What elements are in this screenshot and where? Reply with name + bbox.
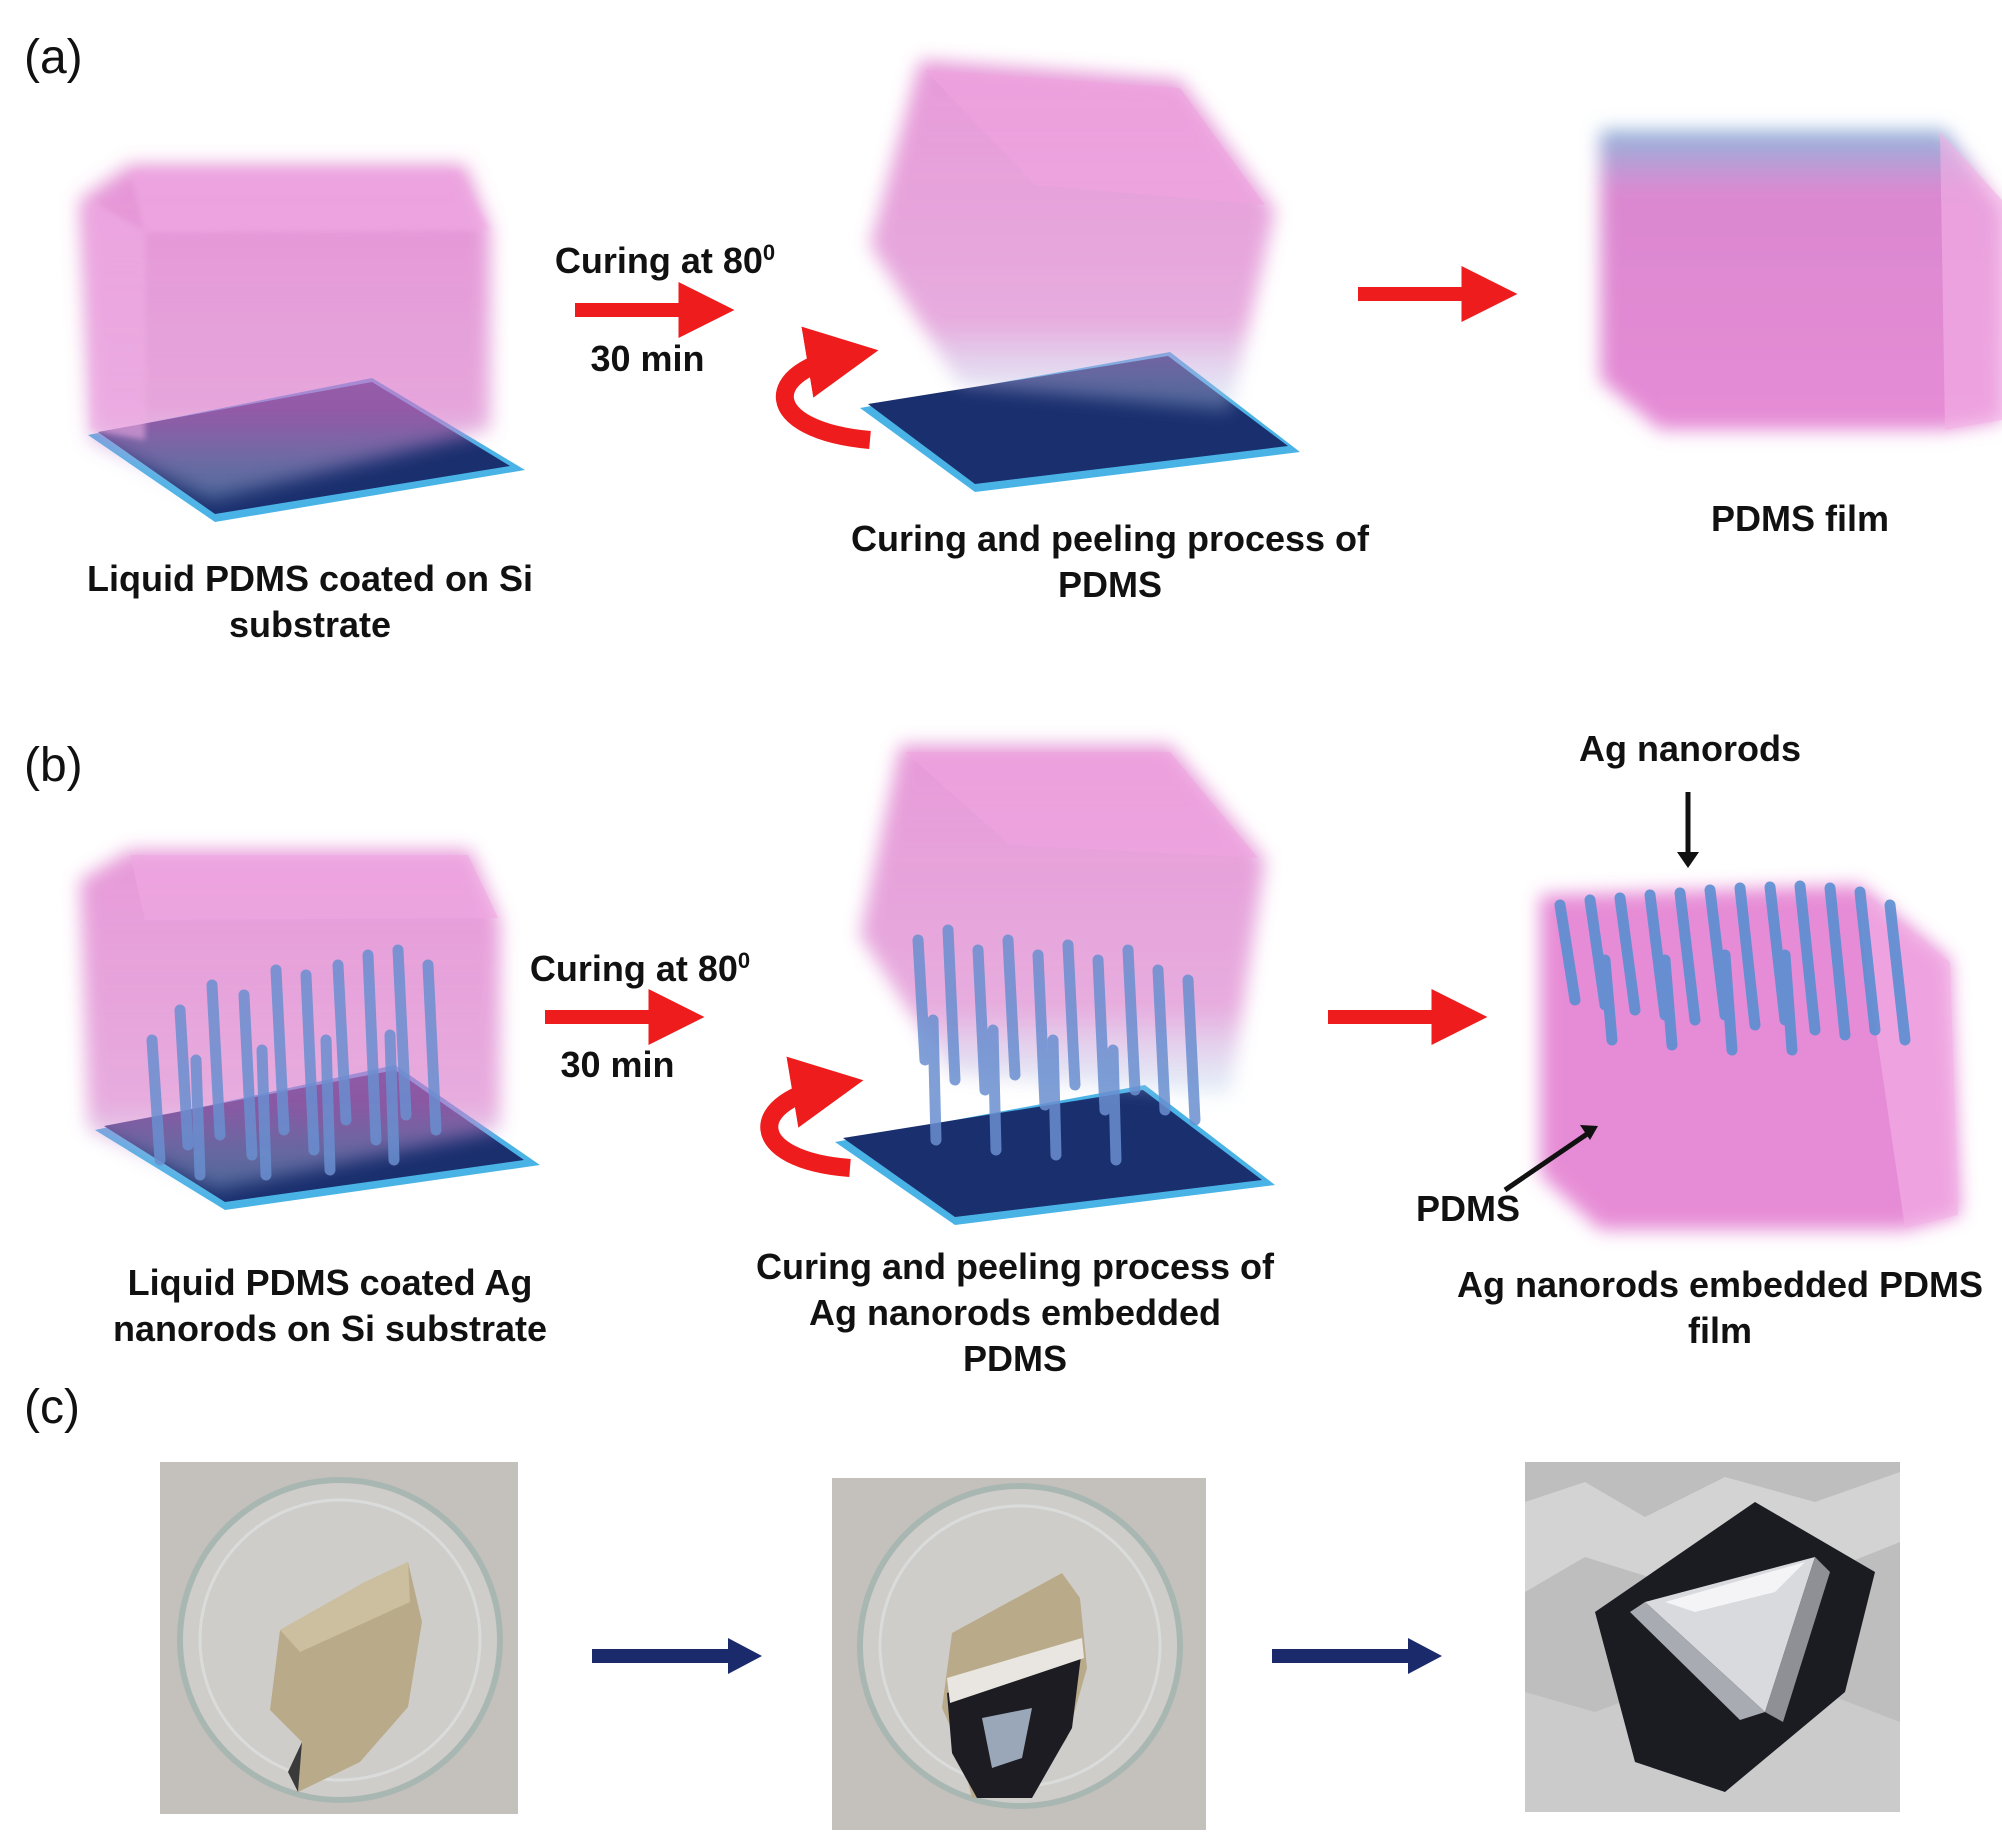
photo-2-image	[832, 1478, 1206, 1830]
a-step3-caption: PDMS film	[1710, 498, 1889, 539]
a-step1-caption: Liquid PDMS coated on Si substrate	[86, 558, 533, 645]
a3-pdms-film	[1600, 130, 2002, 430]
pdms-pointer-head	[1580, 1125, 1598, 1140]
panel-label-c: (c)	[24, 1381, 80, 1434]
b2-peel-arrow	[760, 1056, 864, 1177]
photo-1-image	[160, 1462, 518, 1814]
a2-peel-arrow	[775, 326, 879, 449]
a1-pdms-block	[80, 165, 490, 500]
b3-pdms-film	[1540, 885, 1960, 1230]
photo-2	[832, 1478, 1206, 1830]
a-condition-sup: 0	[762, 240, 776, 265]
b-condition-line1: Curing at 800	[495, 938, 785, 992]
b2-nanorods	[912, 924, 1201, 1166]
panel-label-a: (a)	[24, 31, 83, 84]
b1-pdms-block	[80, 850, 500, 1190]
b-condition: Curing at 800	[495, 938, 785, 992]
photo-3-image	[1525, 1462, 1900, 1812]
b-callout-pdms: PDMS	[1415, 1188, 1520, 1229]
panel-label-b: (b)	[24, 739, 83, 792]
b-callout-nanorods: Ag nanorods	[1579, 728, 1801, 769]
b-condition-temp: Curing at 80	[529, 948, 738, 989]
photo-1	[160, 1462, 518, 1814]
b-step1-caption: Liquid PDMS coated Ag nanorods on Si sub…	[112, 1262, 548, 1349]
c-arrow-1-head	[728, 1638, 762, 1674]
b-step2-caption: Curing and peeling process of Ag nanorod…	[755, 1246, 1275, 1379]
a2-pdms-block	[870, 60, 1275, 410]
a-condition: Curing at 800	[520, 230, 810, 284]
nanorods-pointer-head	[1677, 852, 1699, 868]
a-condition-line1: Curing at 800	[520, 230, 810, 284]
b-condition-sup: 0	[737, 948, 751, 973]
a-step2-caption: Curing and peeling process of PDMS	[850, 518, 1370, 605]
b3-nanorods	[1554, 880, 1911, 1056]
a-condition-temp: Curing at 80	[554, 240, 763, 281]
b-condition-time: 30 min	[560, 1044, 675, 1085]
b1-nanorods	[146, 944, 442, 1181]
pdms-pointer	[1503, 1129, 1592, 1193]
photo-3	[1525, 1462, 1900, 1812]
a-condition-time: 30 min	[590, 338, 705, 379]
b-step3-caption: Ag nanorods embedded PDMS film	[1456, 1264, 1984, 1351]
c-arrow-2-head	[1408, 1638, 1442, 1674]
